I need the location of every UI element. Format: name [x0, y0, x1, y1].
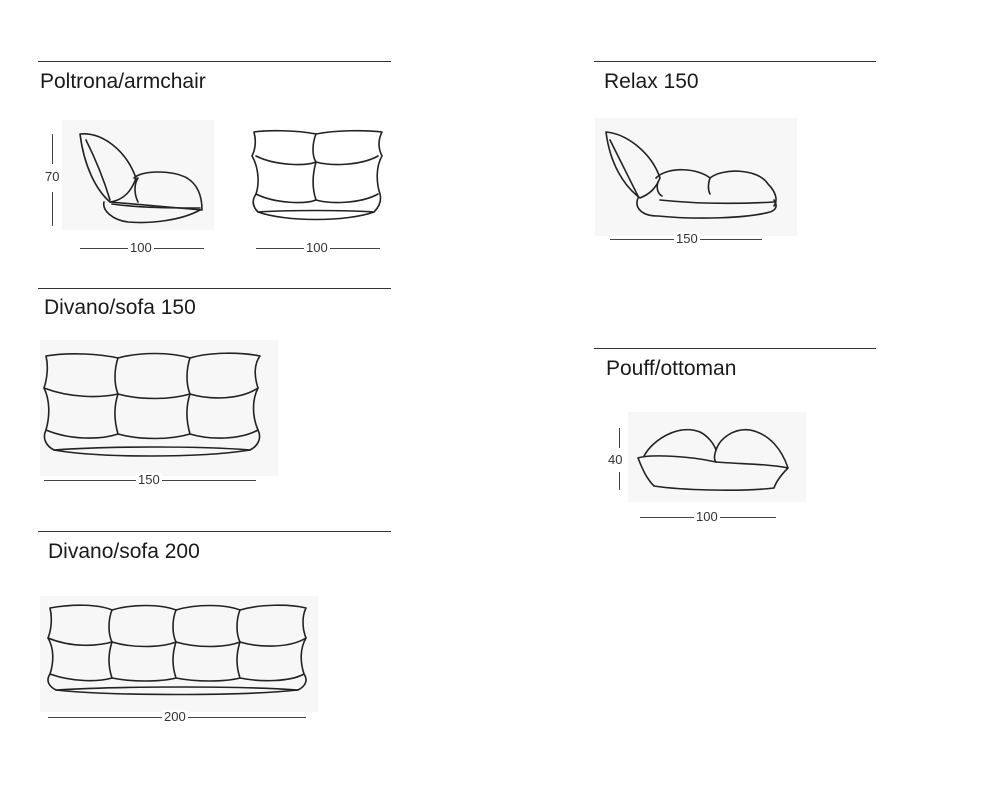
- title-relax: Relax 150: [604, 70, 699, 93]
- ottoman-side-drawing: [637, 428, 789, 491]
- armchair-height-label: 70: [43, 169, 62, 184]
- armchair-side-width-label: 100: [128, 240, 154, 255]
- sofa200-front-drawing: [47, 604, 307, 696]
- sofa150-front-drawing: [43, 352, 261, 457]
- ottoman-height-line-top: [619, 428, 620, 448]
- title-sofa150: Divano/sofa 150: [44, 296, 196, 319]
- armchair-front-width-label: 100: [304, 240, 330, 255]
- title-armchair: Poltrona/armchair: [40, 70, 206, 93]
- section-divider-sofa150: [38, 288, 391, 289]
- section-divider-sofa200: [38, 531, 391, 532]
- title-ottoman: Pouff/ottoman: [606, 357, 737, 380]
- sofa150-width-label: 150: [136, 472, 162, 487]
- ottoman-width-label: 100: [694, 509, 720, 524]
- armchair-side-drawing: [79, 133, 203, 224]
- armchair-height-line-bottom: [52, 192, 53, 226]
- title-sofa200: Divano/sofa 200: [48, 540, 200, 563]
- ottoman-height-label: 40: [606, 452, 625, 467]
- ottoman-height-line-bottom: [619, 472, 620, 490]
- armchair-height-line-top: [52, 134, 53, 164]
- section-divider-relax: [594, 61, 876, 62]
- relax-width-label: 150: [674, 231, 700, 246]
- sofa200-width-label: 200: [162, 709, 188, 724]
- relax-side-drawing: [605, 131, 777, 219]
- section-divider-armchair: [38, 61, 391, 62]
- armchair-front-drawing: [251, 129, 383, 221]
- section-divider-ottoman: [594, 348, 876, 349]
